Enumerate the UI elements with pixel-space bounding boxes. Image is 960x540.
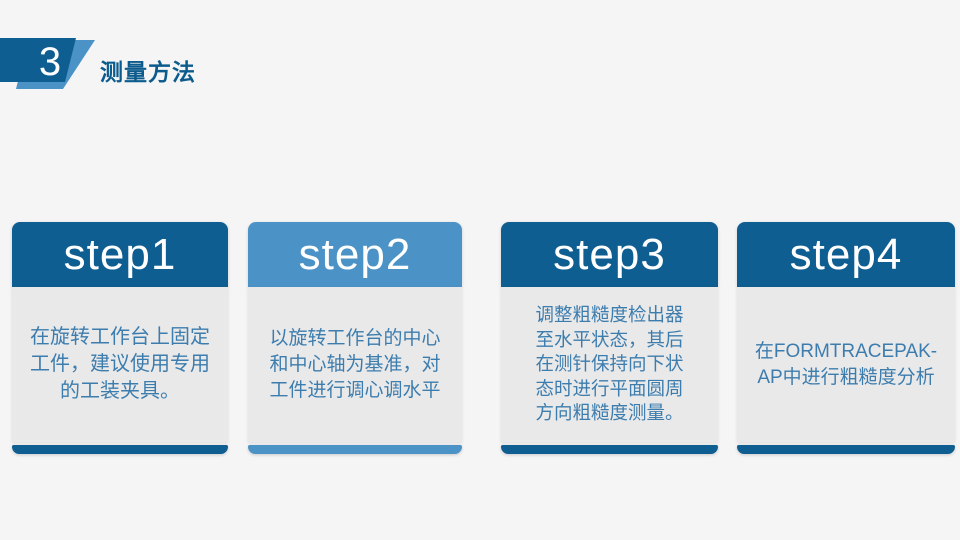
slide-title: 测量方法 [100,59,196,85]
section-number: 3 [38,40,62,84]
step-3-text: 调整粗糙度检出器 至水平状态，其后 在测针保持向下状 态时进行平面圆周 方向粗糙… [535,304,684,424]
step-3-label: step3 [553,229,666,279]
step-card-2: step2 以旋转工作台的中心 和中心轴为基准，对 工件进行调心调水平 [248,222,462,455]
badge-main-shape: 3 [0,38,76,84]
step-2-text: 以旋转工作台的中心 和中心轴为基准，对 工件进行调心调水平 [269,327,441,401]
step-card-1: step1 在旋转工作台上固定 工件，建议使用专用 的工装夹具。 [12,222,228,455]
step-4-header: step4 [737,222,955,287]
step-3-body: 调整粗糙度检出器 至水平状态，其后 在测针保持向下状 态时进行平面圆周 方向粗糙… [501,287,718,442]
step-2-bottom-bar [248,445,462,454]
step-1-header: step1 [12,222,228,287]
step-3-bottom-bar [501,445,718,454]
step-2-header: step2 [248,222,462,287]
step-4-bottom-bar [737,445,955,454]
step-3-header: step3 [501,222,718,287]
step-2-label: step2 [298,229,412,279]
step-card-4: step4 在FORMTRACEPAK- AP中进行粗糙度分析 [737,222,955,455]
step-4-text: 在FORMTRACEPAK- AP中进行粗糙度分析 [754,340,938,388]
step-1-text: 在旋转工作台上固定 工件，建议使用专用 的工装夹具。 [30,326,210,402]
step-1-label: step1 [63,229,177,279]
step-4-label: step4 [789,229,903,279]
step-card-3: step3 调整粗糙度检出器 至水平状态，其后 在测针保持向下状 态时进行平面圆… [501,222,718,455]
step-4-body: 在FORMTRACEPAK- AP中进行粗糙度分析 [737,287,955,442]
step-1-bottom-bar [12,445,228,454]
step-2-body: 以旋转工作台的中心 和中心轴为基准，对 工件进行调心调水平 [248,287,462,442]
step-1-body: 在旋转工作台上固定 工件，建议使用专用 的工装夹具。 [12,287,228,442]
section-number-badge: 3 [0,36,110,94]
